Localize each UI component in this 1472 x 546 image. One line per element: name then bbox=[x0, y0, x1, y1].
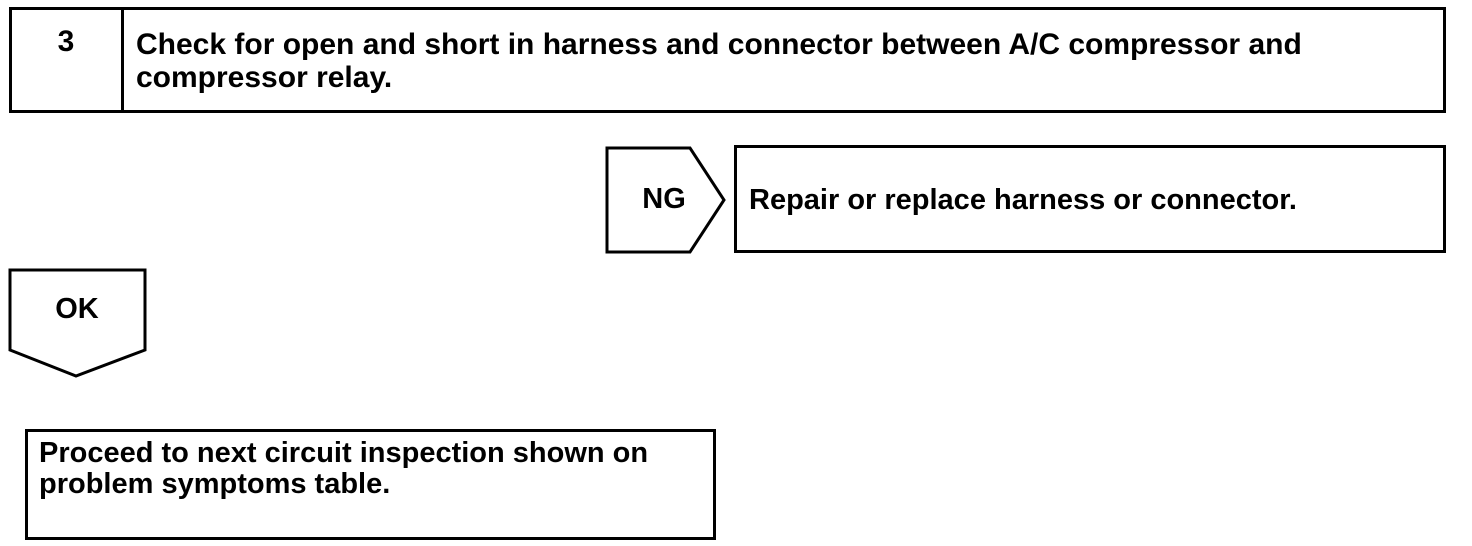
ng-result-text: Repair or replace harness or connector. bbox=[749, 184, 1297, 216]
ng-result-box bbox=[734, 145, 1446, 253]
step-number: 3 bbox=[57, 25, 75, 58]
ng-arrow-shape bbox=[605, 146, 726, 254]
ok-result-text: Proceed to next circuit inspection shown… bbox=[39, 437, 649, 500]
ok-arrow-shape bbox=[8, 268, 147, 378]
ng-label: NG bbox=[642, 183, 686, 215]
ok-label: OK bbox=[55, 293, 99, 325]
step-header-box bbox=[9, 7, 1446, 113]
step-title: Check for open and short in harness and … bbox=[136, 28, 1302, 94]
step-divider bbox=[121, 7, 124, 113]
ok-result-box bbox=[25, 429, 716, 540]
